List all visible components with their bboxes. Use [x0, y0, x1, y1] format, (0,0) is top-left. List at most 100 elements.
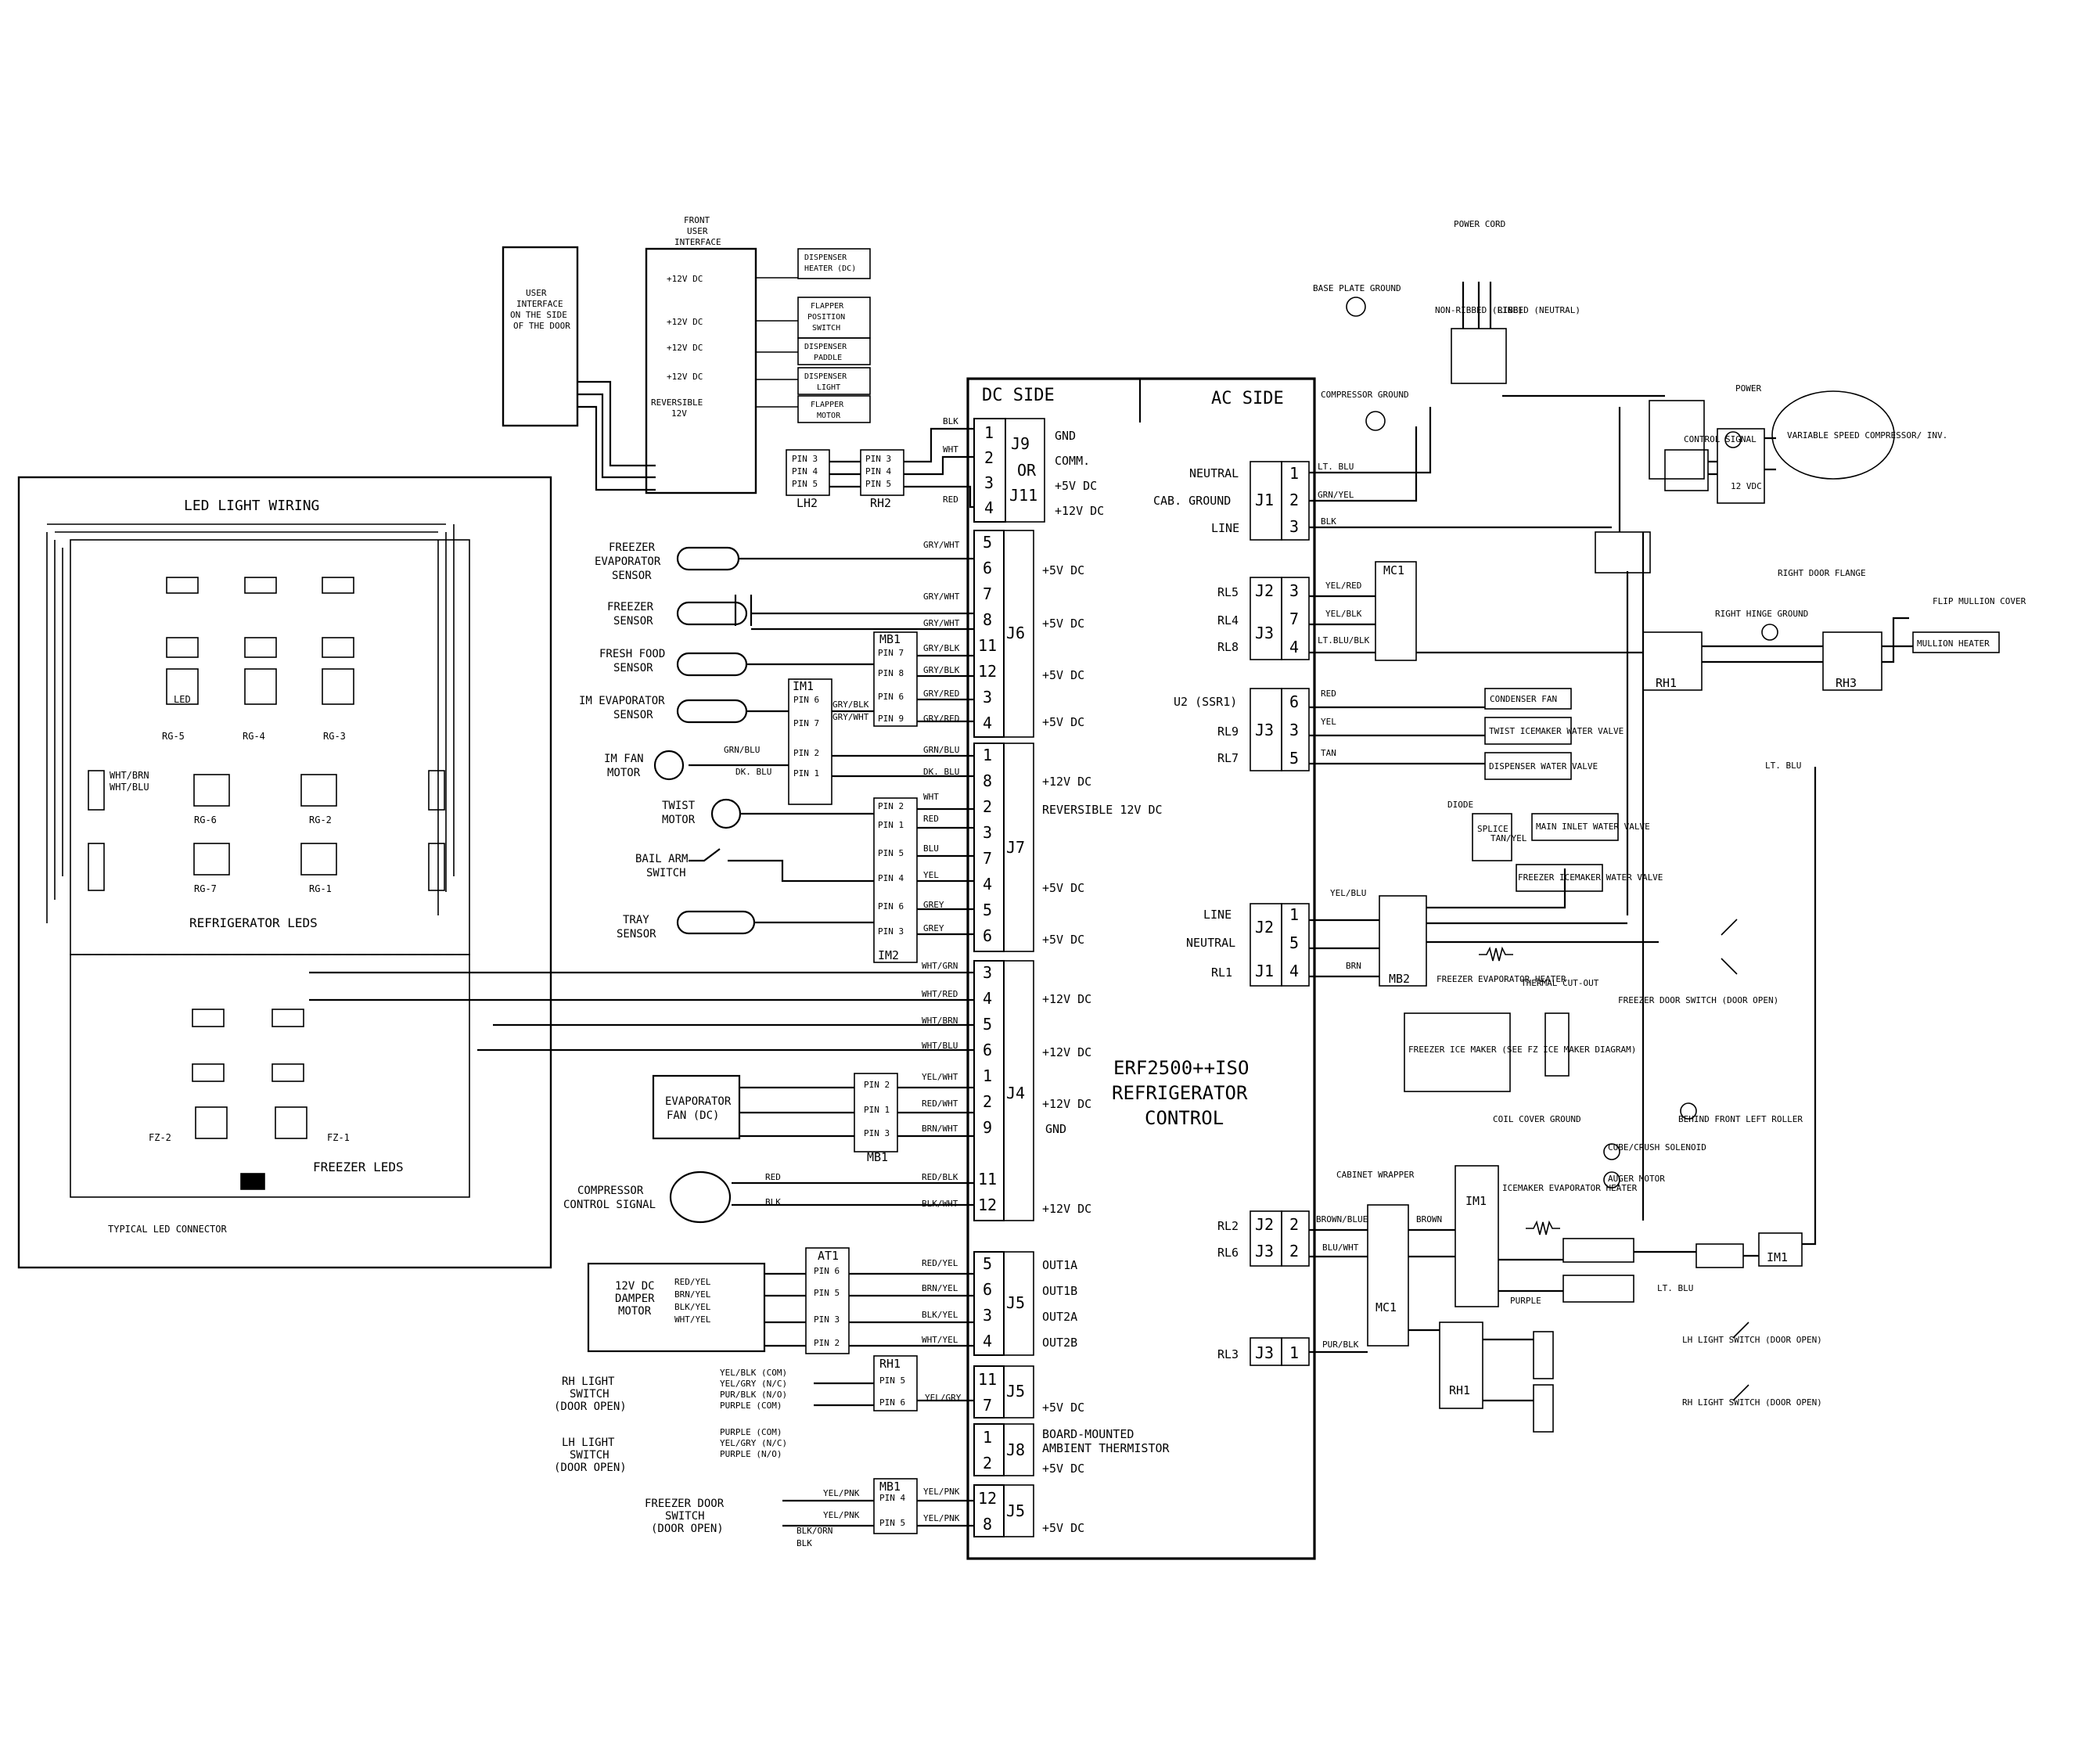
pin-v: PIN 1	[864, 1105, 890, 1115]
dev-fz-evap-2: EVAPORATOR	[595, 556, 661, 568]
ac-dev-splice: SPLICE	[1477, 824, 1508, 834]
pin-u: PIN 2	[864, 1080, 890, 1090]
j4-pin-5: 5	[983, 1015, 992, 1034]
j4-l-2: +12V DC	[1042, 1045, 1091, 1059]
dev-bail-2: SWITCH	[646, 867, 686, 879]
j5-out1b: OUT1B	[1042, 1284, 1077, 1298]
ac-p-6: 4	[1289, 638, 1299, 656]
j4-l-1: +12V DC	[1042, 992, 1091, 1006]
led-wire-blu: WHT/BLU	[110, 782, 149, 793]
led-wiring-frame	[17, 476, 552, 1269]
j5-connector: J5 5 6 3 4 OUT1A OUT1B OUT2A OUT2B	[973, 1251, 1077, 1356]
sw-rh-3: PUR/BLK (N/O)	[720, 1390, 787, 1400]
ac-p-8: 3	[1289, 721, 1299, 739]
j9-pin-3: 3	[984, 473, 994, 492]
ac-w-bluwht: BLU/WHT	[1322, 1242, 1359, 1253]
ac-w-ltblu-2: LT. BLU	[1657, 1283, 1693, 1293]
w-grey-1: GREY	[923, 900, 944, 910]
ac-dev-right-flange: RIGHT DOOR FLANGE	[1778, 568, 1866, 578]
w-blkwht: BLK/WHT	[922, 1199, 958, 1209]
ac-w-yel: YEL	[1321, 717, 1336, 727]
harness-im1: IM1	[793, 679, 814, 693]
ac-h-rh3: RH3	[1836, 676, 1857, 690]
j5-out2a: OUT2A	[1042, 1310, 1077, 1324]
w-redwht: RED/WHT	[922, 1099, 958, 1109]
side-ui-line-3: ON THE SIDE	[510, 310, 567, 320]
j5-pin-5: 5	[983, 1254, 992, 1273]
j5-pin-4: 4	[983, 1332, 992, 1350]
ac-rl4: RL4	[1217, 613, 1239, 627]
pin-j: PIN 1	[793, 768, 819, 779]
pin-x: PIN 6	[814, 1266, 840, 1276]
dev-fz-evap-3: SENSOR	[612, 570, 652, 582]
dev-lh-light-1: LH LIGHT	[562, 1437, 615, 1449]
ac-w-ltblu: LT. BLU	[1318, 462, 1354, 472]
ac-h-mc1b: MC1	[1375, 1300, 1397, 1314]
ac-j-a: J1	[1255, 491, 1274, 509]
w-whtyel: WHT/YEL	[922, 1335, 958, 1345]
freezer-led-group	[70, 954, 470, 1198]
j9-12v: +12V DC	[1055, 504, 1104, 518]
pin-aa: PIN 2	[814, 1338, 840, 1348]
ac-component-labels: CONDENSER FAN TWIST ICEMAKER WATER VALVE…	[1313, 219, 2026, 1408]
w-wht: WHT	[943, 444, 958, 455]
ground-and-switch-symbols	[1346, 297, 1778, 1401]
front-user-interface-box	[645, 247, 757, 494]
front-ui-row-a: +12V DC	[667, 274, 703, 284]
j6-pin-3: 3	[983, 688, 992, 707]
w-yelpnk-4: YEL/PNK	[823, 1510, 860, 1520]
j7-l-2: REVERSIBLE 12V DC	[1042, 803, 1163, 817]
dev-twist-2: MOTOR	[662, 814, 696, 826]
dc-harness-labels: LH2 RH2 IM1 MB1 IM2 MB1 AT1 RH1 MB1	[793, 496, 901, 1494]
ac-w-brownblue: BROWN/BLUE	[1316, 1214, 1368, 1224]
front-ui-row-c: +12V DC	[667, 343, 703, 353]
ac-u2: U2 (SSR1)	[1174, 695, 1237, 709]
j6-pin-5: 5	[983, 533, 992, 552]
pin-b: PIN 4	[792, 466, 818, 476]
ac-h-mc1: MC1	[1383, 563, 1404, 577]
ac-dev-im-evap-heater: ICEMAKER EVAPORATOR HEATER	[1502, 1183, 1638, 1193]
led-label-rg3: RG-3	[323, 731, 346, 742]
pin-ad: PIN 4	[879, 1493, 905, 1503]
w-redblk: RED/BLK	[922, 1172, 958, 1182]
j6-name: J6	[1006, 624, 1025, 642]
j4-l-3: +12V DC	[1042, 1097, 1091, 1111]
ac-dev-rh-switch: RH LIGHT SWITCH (DOOR OPEN)	[1682, 1397, 1822, 1408]
dc-harness-boxes	[786, 449, 918, 1534]
pin-c: PIN 5	[792, 479, 818, 489]
dev-im-fan-1: IM FAN	[604, 753, 644, 765]
w-red: RED	[943, 494, 958, 505]
j7-l-1: +12V DC	[1042, 775, 1091, 789]
ac-p-9: 5	[1289, 749, 1299, 768]
led-label-rg2: RG-2	[309, 814, 332, 825]
lower-pin-12: 12	[978, 1489, 997, 1508]
ac-dev-flip: FLIP MULLION COVER	[1933, 596, 2026, 606]
ac-dev-base-plate: BASE PLATE GROUND	[1313, 283, 1401, 293]
ac-h-im1b: IM1	[1767, 1250, 1788, 1264]
ac-w-blk: BLK	[1321, 516, 1336, 527]
ac-j-d: J3	[1255, 721, 1274, 739]
w-whtgrn: WHT/GRN	[922, 961, 958, 971]
ac-dev-power: POWER	[1735, 383, 1761, 394]
j5b-name: J5	[1006, 1382, 1025, 1401]
ac-rl5: RL5	[1217, 585, 1239, 599]
w-whtblu: WHT/BLU	[922, 1041, 958, 1051]
j4-l-4: GND	[1045, 1122, 1066, 1136]
sw-rh-4: PURPLE (COM)	[720, 1401, 782, 1411]
dev-im-evap-1: IM EVAPORATOR	[579, 695, 665, 707]
ac-dev-control-signal: CONTROL SIGNAL	[1684, 434, 1757, 444]
w-whtbrn: WHT/BRN	[922, 1016, 958, 1026]
ac-h-rh1b: RH1	[1449, 1383, 1470, 1397]
ac-w-tanyel: TAN/YEL	[1490, 833, 1527, 843]
j6-connector: J6 5 6 7 8 11 12 3 4 +5V DC +5V DC +5V D…	[973, 530, 1084, 738]
j6-v-1: +5V DC	[1042, 563, 1084, 577]
dev-comp-2: CONTROL SIGNAL	[563, 1199, 656, 1211]
w-blkorn: BLK/ORN	[796, 1526, 832, 1536]
j4-pin-11: 11	[978, 1170, 997, 1188]
ac-dev-12vdc: 12 VDC	[1731, 481, 1762, 491]
ac-rl9: RL9	[1217, 725, 1239, 739]
ac-p-3: 3	[1289, 517, 1299, 536]
j5-out2b: OUT2B	[1042, 1336, 1077, 1350]
ac-neutral: NEUTRAL	[1189, 466, 1239, 480]
lower-l-2: BOARD-MOUNTED	[1042, 1427, 1134, 1441]
